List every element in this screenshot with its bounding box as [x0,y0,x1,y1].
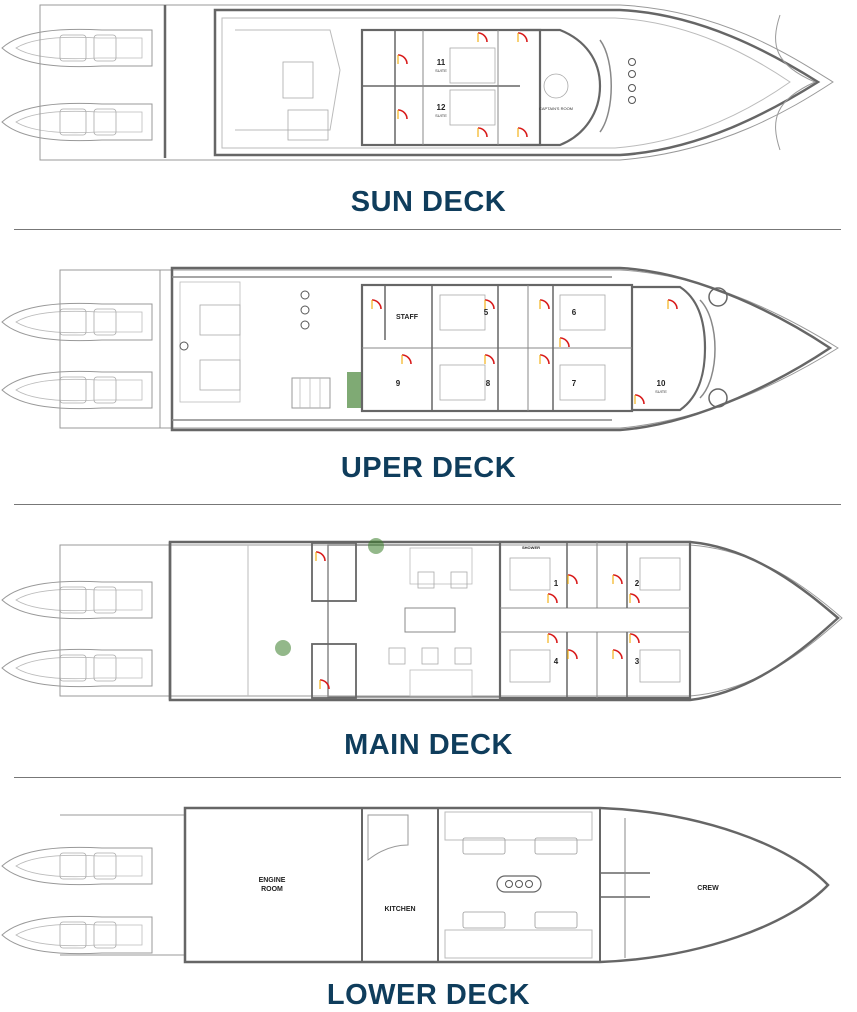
room-label: KITCHEN [384,906,415,913]
door-icon [567,649,578,660]
room-number: 4 [554,657,559,666]
room-label: ROOM [261,886,283,893]
door-icon [559,337,570,348]
door-icon [667,299,678,310]
tender-boat-icon [1,846,153,886]
room-number: 5 [484,308,489,317]
door-icon [371,299,382,310]
room-label: CAPTAIN'S ROOM [539,106,573,111]
tender-boat-icon [1,28,153,68]
shower-label: SHOWER [522,545,540,550]
room-label: SUITE [435,113,447,118]
door-icon [539,354,550,365]
tender-boat-icon [1,915,153,955]
door-icon [397,54,408,65]
door-icon [539,299,550,310]
room-label: ENGINE [259,877,286,884]
room-number: 12 [437,103,446,112]
upper-deck-plan: STAFF 5 6 9 8 7 10 SUITE [1,266,839,432]
door-icon [612,574,623,585]
room-label: CREW [697,885,719,892]
tender-boat-icon [1,302,153,342]
door-icon [629,633,640,644]
sun-deck-plan: 11 SUITE 12 SUITE CAPTAIN'S ROOM [1,4,834,161]
room-number: 7 [572,379,577,388]
tender-boat-icon [1,102,153,142]
door-icon [484,354,495,365]
section-divider [14,777,841,778]
main-deck-plan: SHOWER 1 2 3 4 [1,538,843,702]
room-number: 8 [486,379,491,388]
section-divider [14,229,841,230]
door-icon [567,574,578,585]
door-icon [315,551,326,562]
door-icon [547,633,558,644]
room-number: 9 [396,379,401,388]
door-icon [397,109,408,120]
door-icon [547,593,558,604]
door-icon [629,593,640,604]
room-number: 6 [572,308,577,317]
lower-deck-plan: ENGINE ROOM KITCHEN CREW [1,806,830,964]
door-icon [477,127,488,138]
room-number: 2 [635,579,640,588]
section-divider [14,504,841,505]
door-icon [612,649,623,660]
door-icon [517,127,528,138]
room-number: 1 [554,579,559,588]
tender-boat-icon [1,370,153,410]
room-number: 11 [437,58,446,67]
door-icon [517,32,528,43]
tender-boat-icon [1,648,153,688]
door-icon [477,32,488,43]
deck-title-upper: UPER DECK [340,452,517,484]
room-label: SUITE [435,68,447,73]
room-number: STAFF [396,314,419,321]
door-icon [401,354,412,365]
room-label: SUITE [655,389,667,394]
room-number: 10 [657,379,666,388]
deck-title-lower: LOWER DECK [326,979,531,1011]
tender-boat-icon [1,580,153,620]
deck-title-sun: SUN DECK [350,186,507,218]
door-icon [634,394,645,405]
deck-title-main: MAIN DECK [344,729,513,761]
room-number: 3 [635,657,640,666]
